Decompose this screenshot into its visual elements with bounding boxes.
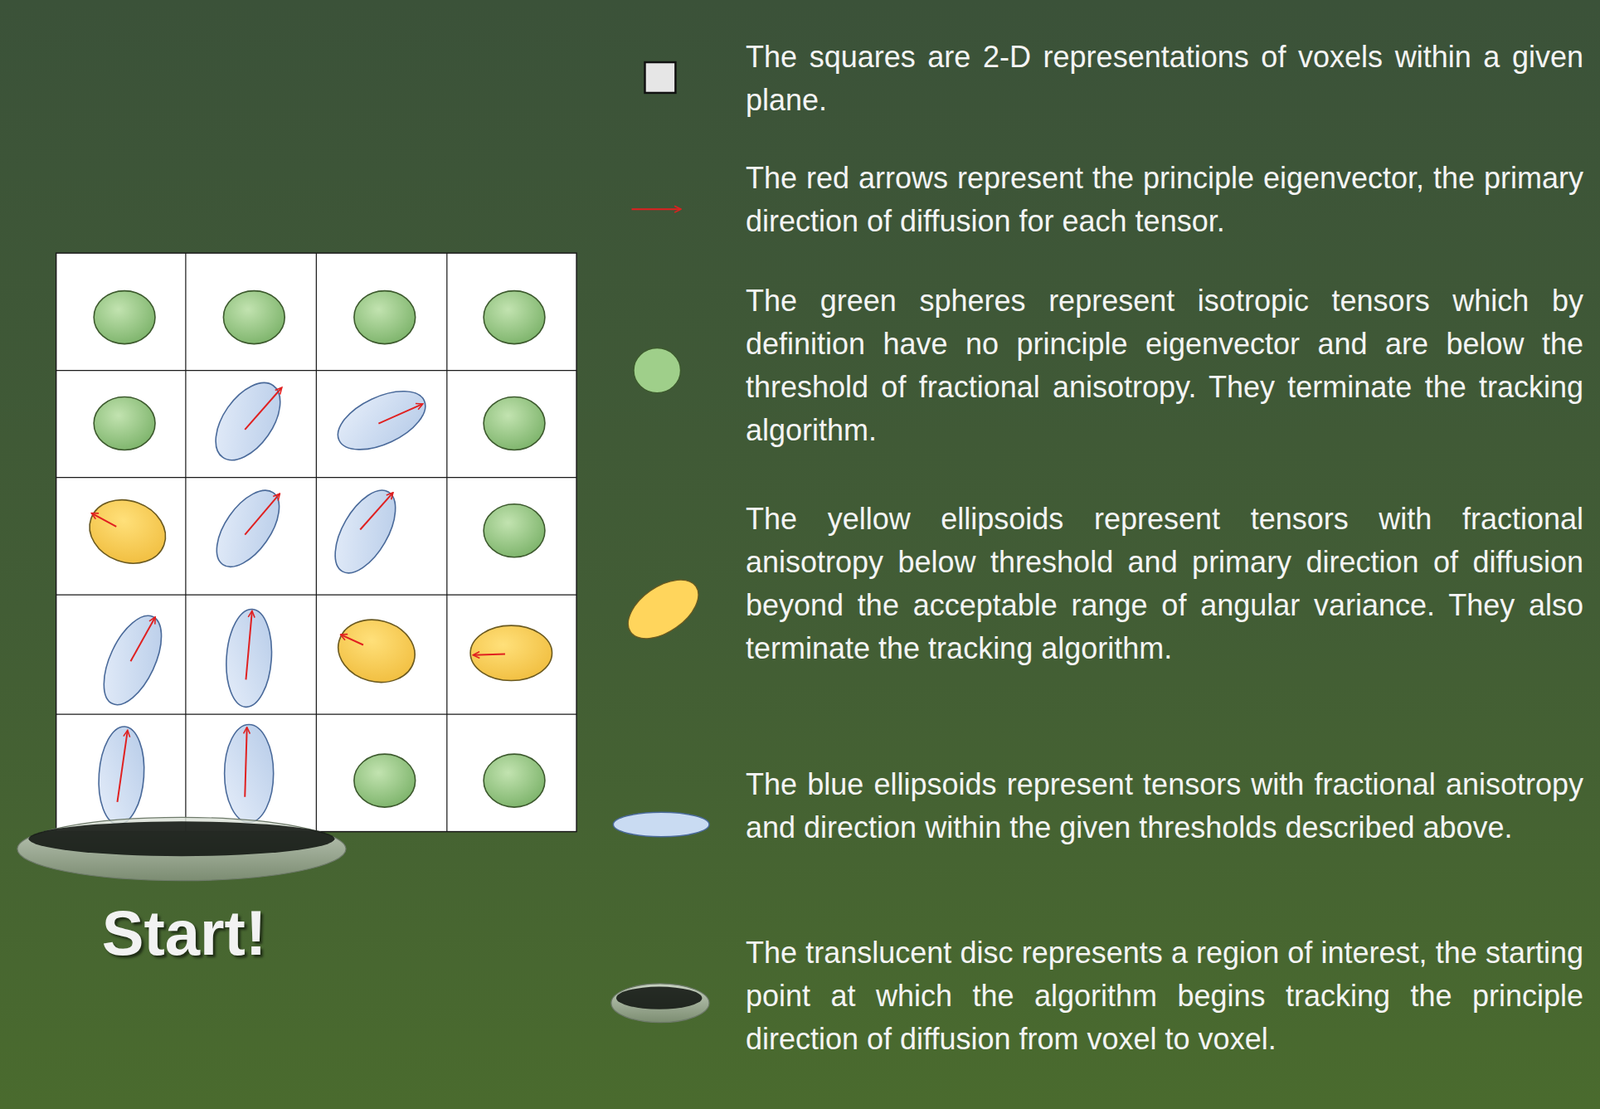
legend-text: The translucent disc represents a region… (745, 931, 1584, 1061)
start-label: Start! (102, 898, 267, 968)
legend-swatch (617, 568, 710, 651)
anisotropic-tensors (92, 371, 434, 827)
voxel-grid (56, 252, 577, 832)
voxel-grid-lines (56, 252, 577, 832)
legend-swatch (644, 62, 676, 93)
legend-text: The green spheres represent isotropic te… (745, 279, 1584, 453)
legend-text: The squares are 2-D representations of v… (745, 35, 1584, 122)
legend-swatch (631, 209, 681, 210)
legend-text: The red arrows represent the principle e… (745, 156, 1584, 244)
legend-text: The yellow ellipsoids represent tensors … (745, 497, 1584, 671)
principal-eigenvectors (92, 387, 506, 802)
legend-swatch (612, 812, 710, 837)
rejected-tensors (80, 489, 552, 691)
legend-swatch (633, 347, 681, 393)
legend-text: The blue ellipsoids represent tensors wi… (745, 763, 1584, 850)
region-of-interest-disc (17, 817, 346, 881)
legend-swatch (611, 983, 710, 1023)
